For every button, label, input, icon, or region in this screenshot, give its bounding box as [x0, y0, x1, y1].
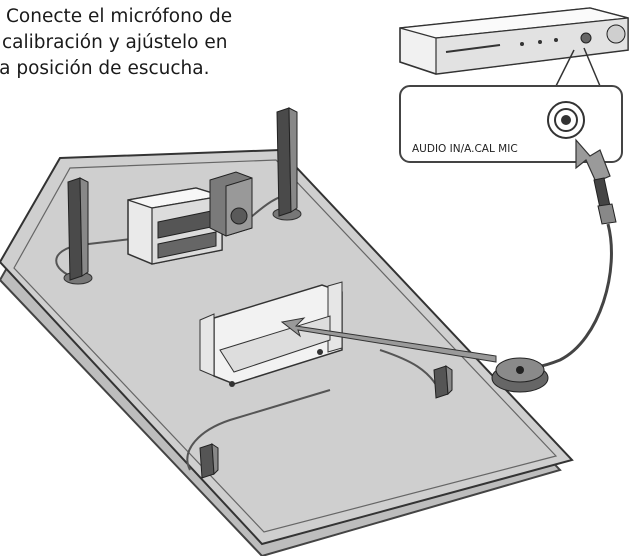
subwoofer	[209, 171, 253, 237]
rear-left-speaker	[199, 443, 219, 479]
jack-label: AUDIO IN/A.CAL MIC	[412, 143, 518, 155]
rear-right-speaker	[433, 365, 453, 399]
front-left-speaker	[63, 177, 93, 285]
sofa	[199, 281, 343, 387]
microphone-cable	[521, 177, 617, 370]
front-right-speaker	[272, 107, 302, 221]
jack-callout: AUDIO IN/A.CAL MIC	[399, 85, 623, 163]
instruction-caption: Conecte el micrófono de calibración y aj…	[0, 4, 290, 82]
instruction-line-1: Conecte el micrófono de	[6, 6, 233, 27]
receiver-unit	[399, 7, 629, 87]
calibration-microphone	[491, 357, 549, 393]
av-rack	[127, 187, 223, 265]
instruction-line-3: la posición de escucha.	[0, 58, 210, 79]
placement-arrow	[280, 317, 497, 363]
instruction-line-2: calibración y ajústelo en	[2, 32, 228, 53]
